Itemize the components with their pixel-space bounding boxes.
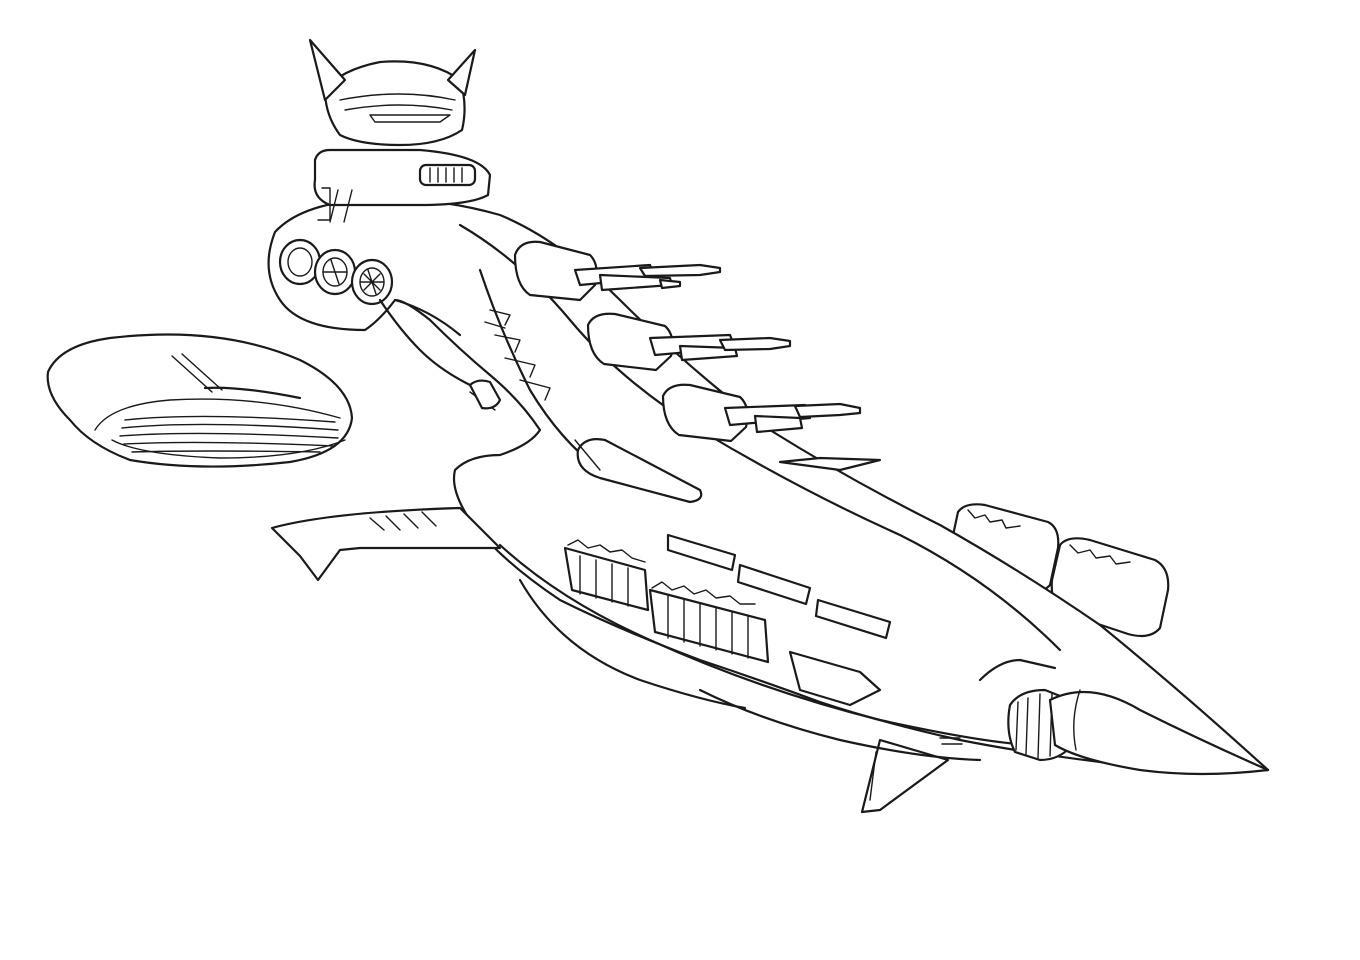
missile-bay-2 <box>648 581 770 664</box>
upper-exhausts <box>278 238 394 306</box>
side-flap <box>270 456 882 582</box>
bridge-tower <box>308 38 492 223</box>
intake-grill <box>119 415 339 453</box>
main-hull <box>267 197 1270 773</box>
hatch-slots <box>666 533 892 707</box>
aft-detail <box>378 298 502 410</box>
turret-3 <box>661 383 862 443</box>
dorsal-vents <box>469 309 551 411</box>
turret-2 <box>586 312 792 372</box>
left-wing-pod <box>46 333 354 468</box>
ventral-fin <box>860 738 950 814</box>
missile-bay-1 <box>563 539 650 612</box>
nose-section <box>978 658 1270 776</box>
turret-1 <box>513 240 722 302</box>
